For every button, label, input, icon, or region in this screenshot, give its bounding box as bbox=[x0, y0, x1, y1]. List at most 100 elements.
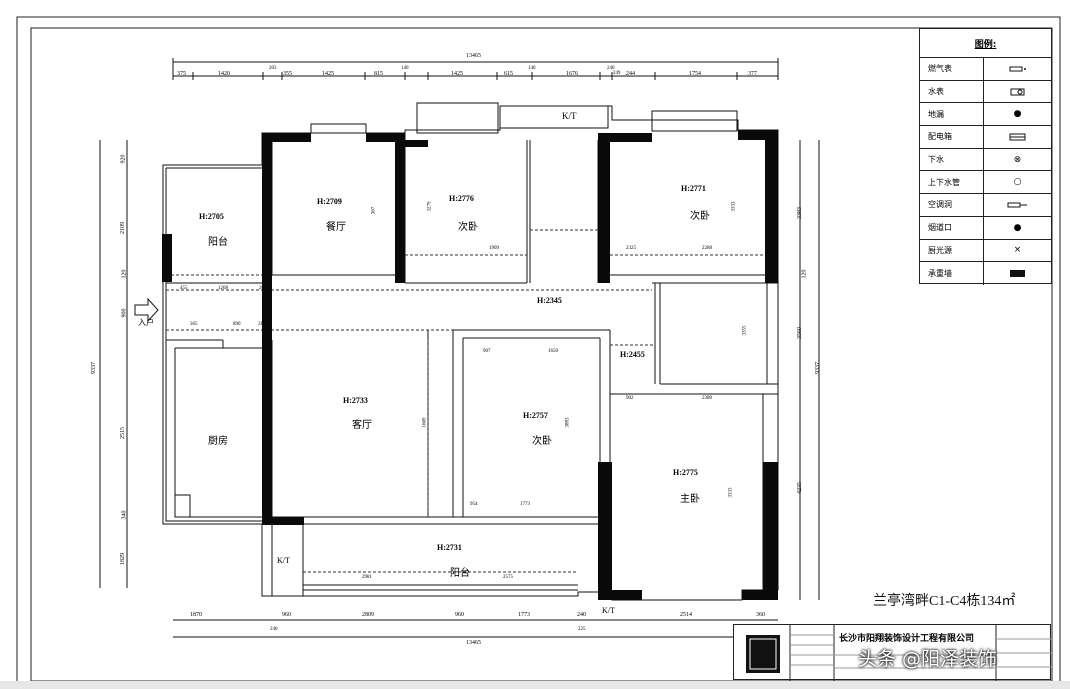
legend-item-label: 承重墙 bbox=[920, 262, 984, 285]
legend-row: 烟道口● bbox=[920, 216, 1051, 240]
legend-item-label: 配电箱 bbox=[920, 126, 984, 148]
dim-inner-15: 2575 bbox=[503, 575, 513, 580]
bottom-strip bbox=[0, 681, 1070, 689]
dim-inner-3: 365 bbox=[190, 322, 198, 327]
dim-top-small-1: 140 bbox=[401, 66, 409, 71]
dim-inner-2: 260 bbox=[259, 286, 267, 291]
legend-table: 图例: 燃气表 水表 地漏● 配电箱 下水⊗ 上下水管○ 空调洞 烟道口● 厨光… bbox=[919, 28, 1052, 285]
dim-inner-8: 907 bbox=[483, 349, 491, 354]
dim-inner-1: 1268 bbox=[218, 286, 228, 291]
legend-item-label: 燃气表 bbox=[920, 58, 984, 80]
dim-right-2: 3560 bbox=[797, 327, 803, 339]
room-label-bedroom-n1: 次卧 bbox=[458, 222, 478, 233]
dim-inner-10: 902 bbox=[626, 396, 634, 401]
dim-left-1: 2109 bbox=[120, 222, 126, 234]
dim-left-3: 900 bbox=[121, 308, 128, 318]
dim-inner-5: 315 bbox=[258, 322, 266, 327]
dim-top-8: 244 bbox=[626, 71, 635, 77]
bearing-wall-icon bbox=[984, 269, 1051, 278]
room-label-balcony-nw: 阳台 bbox=[208, 237, 228, 248]
gas-meter-icon bbox=[984, 66, 1051, 72]
dim-top-small-3: 240 bbox=[607, 66, 615, 71]
dim-inner-11: 2380 bbox=[702, 396, 712, 401]
elev-corridor: H:2345 bbox=[537, 296, 562, 305]
elev-balcony-s: H:2731 bbox=[437, 543, 462, 552]
dim-inner-0: 455 bbox=[180, 286, 188, 291]
dim-inner-18: 3883 bbox=[565, 417, 571, 428]
elev-living: H:2733 bbox=[343, 396, 368, 405]
legend-item-label: 上下水管 bbox=[920, 171, 984, 194]
watermark: 头条 @阳泽装饰 bbox=[858, 648, 998, 670]
legend-row: 配电箱 bbox=[920, 126, 1051, 149]
flue-icon: ● bbox=[1013, 222, 1022, 233]
legend-row: 水表 bbox=[920, 80, 1051, 104]
dim-top-4: 815 bbox=[374, 71, 383, 77]
legend-item-label: 下水 bbox=[920, 148, 984, 171]
kt-bottom-label: K/T bbox=[602, 606, 615, 615]
dim-top-7: 1676 bbox=[566, 71, 578, 77]
dim-bottom-0: 1870 bbox=[190, 612, 202, 618]
elev-bedroom-n1: H:2776 bbox=[449, 194, 474, 203]
dim-left-6: 1829 bbox=[120, 553, 126, 565]
kt-top-label: K/T bbox=[562, 111, 577, 121]
dim-bottom-7: 360 bbox=[756, 612, 765, 618]
dimension-ticks-top bbox=[172, 58, 779, 80]
dim-right-overall: 9337 bbox=[815, 362, 821, 374]
dim-top-9: 1754 bbox=[689, 71, 701, 77]
dim-overall-bottom: 13465 bbox=[466, 640, 481, 646]
room-label-balcony-s: 阳台 bbox=[450, 568, 470, 579]
floor-drain-icon: ● bbox=[1013, 109, 1022, 120]
title-block-grid bbox=[746, 625, 1052, 681]
room-label-bedroom-mid: 次卧 bbox=[532, 436, 552, 447]
dim-left-5: 340 bbox=[121, 510, 128, 520]
dim-bottom-2: 2809 bbox=[362, 612, 374, 618]
elev-master: H:2775 bbox=[673, 468, 698, 477]
legend-row: 空调洞 bbox=[920, 194, 1051, 217]
bearing-walls bbox=[162, 130, 778, 600]
dim-right-1: 120 bbox=[801, 269, 808, 279]
dim-inner-4: 890 bbox=[233, 322, 241, 327]
dim-inner-13: 1773 bbox=[520, 502, 530, 507]
legend-item-label: 水表 bbox=[920, 80, 984, 103]
elev-balcony-nw: H:2705 bbox=[199, 212, 224, 221]
dim-top-1: 1420 bbox=[218, 71, 230, 77]
dim-right-0: 3383 bbox=[797, 207, 803, 219]
dim-inner-21: 2288 bbox=[702, 246, 712, 251]
dim-left-2: 120 bbox=[121, 269, 128, 279]
dim-bottom-1: 960 bbox=[282, 612, 291, 618]
drain-icon: ⊗ bbox=[1013, 154, 1022, 165]
dim-left-4: 2515 bbox=[120, 427, 126, 439]
dim-top-small-2: 140 bbox=[528, 66, 536, 71]
electric-box-icon bbox=[984, 133, 1051, 141]
dim-bottom-5: 240 bbox=[577, 612, 586, 618]
room-label-dining: 餐厅 bbox=[326, 222, 346, 233]
room-label-bedroom-ne: 次卧 bbox=[690, 211, 710, 222]
dim-left-overall: 9337 bbox=[91, 362, 97, 374]
dim-bottom-small-0: 240 bbox=[270, 627, 278, 632]
dim-top-small-0: 203 bbox=[269, 66, 277, 71]
dim-top-2: 355 bbox=[283, 71, 292, 77]
project-title: 兰亭湾畔C1-C4栋134㎡ bbox=[873, 594, 1016, 609]
light-cross-icon: × bbox=[1013, 245, 1022, 256]
dim-top-5: 1425 bbox=[451, 71, 463, 77]
dim-bottom-3: 960 bbox=[455, 612, 464, 618]
legend-row: 下水 ⊗ bbox=[920, 148, 1051, 172]
elev-dining: H:2709 bbox=[317, 197, 342, 206]
dim-inner-23: 3333 bbox=[728, 487, 734, 498]
entrance-arrow bbox=[134, 297, 159, 323]
dim-inner-9: 1650 bbox=[548, 349, 558, 354]
room-label-kitchen: 厨房 bbox=[208, 436, 228, 447]
dim-inner-20: 1909 bbox=[489, 246, 499, 251]
dim-inner-7: 1669 bbox=[422, 417, 428, 428]
dim-inner-19: 3355 bbox=[742, 325, 748, 336]
dim-bottom-4: 1773 bbox=[518, 612, 530, 618]
legend-item-label: 厨光源 bbox=[920, 239, 984, 262]
dim-top-3: 1425 bbox=[322, 71, 334, 77]
legend-row: 地漏● bbox=[920, 103, 1051, 127]
dim-top-6: 615 bbox=[504, 71, 513, 77]
dim-left-0: 920 bbox=[120, 154, 127, 164]
dim-top-small-4: 249 bbox=[613, 71, 621, 76]
room-label-master: 主卧 bbox=[680, 494, 700, 505]
dim-inner-17: 3333 bbox=[731, 201, 737, 212]
